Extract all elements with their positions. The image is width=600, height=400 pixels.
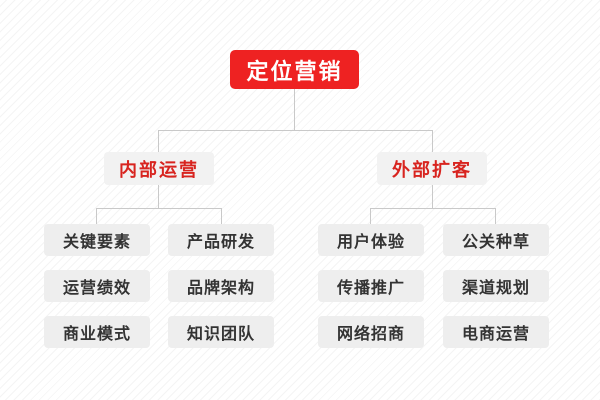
connector-left-col1-drop <box>96 208 97 224</box>
branch-node-external-expansion[interactable]: 外部扩客 <box>377 152 487 185</box>
connector-branch-right-drop <box>432 130 433 152</box>
leaf-node[interactable]: 公关种草 <box>443 224 549 256</box>
connector-left-branch-bar <box>96 208 222 209</box>
leaf-node[interactable]: 网络招商 <box>318 316 424 348</box>
leaf-node[interactable]: 运营绩效 <box>44 270 150 302</box>
leaf-node[interactable]: 商业模式 <box>44 316 150 348</box>
root-node[interactable]: 定位营销 <box>230 50 359 89</box>
branch-node-internal-operations[interactable]: 内部运营 <box>104 152 214 185</box>
leaf-node[interactable]: 渠道规划 <box>443 270 549 302</box>
connector-right-col2-drop <box>495 208 496 224</box>
connector-root-bar <box>158 130 433 131</box>
connector-left-branch-stem <box>158 184 159 208</box>
connector-right-branch-bar <box>370 208 496 209</box>
leaf-node[interactable]: 产品研发 <box>168 224 274 256</box>
connector-left-col2-drop <box>221 208 222 224</box>
connector-branch-left-drop <box>158 130 159 152</box>
leaf-node[interactable]: 关键要素 <box>44 224 150 256</box>
leaf-node[interactable]: 品牌架构 <box>168 270 274 302</box>
leaf-node[interactable]: 传播推广 <box>318 270 424 302</box>
connector-right-branch-stem <box>432 184 433 208</box>
leaf-node[interactable]: 知识团队 <box>168 316 274 348</box>
connector-right-col1-drop <box>370 208 371 224</box>
connector-root-stem <box>294 88 295 130</box>
leaf-node[interactable]: 电商运营 <box>443 316 549 348</box>
leaf-node[interactable]: 用户体验 <box>318 224 424 256</box>
